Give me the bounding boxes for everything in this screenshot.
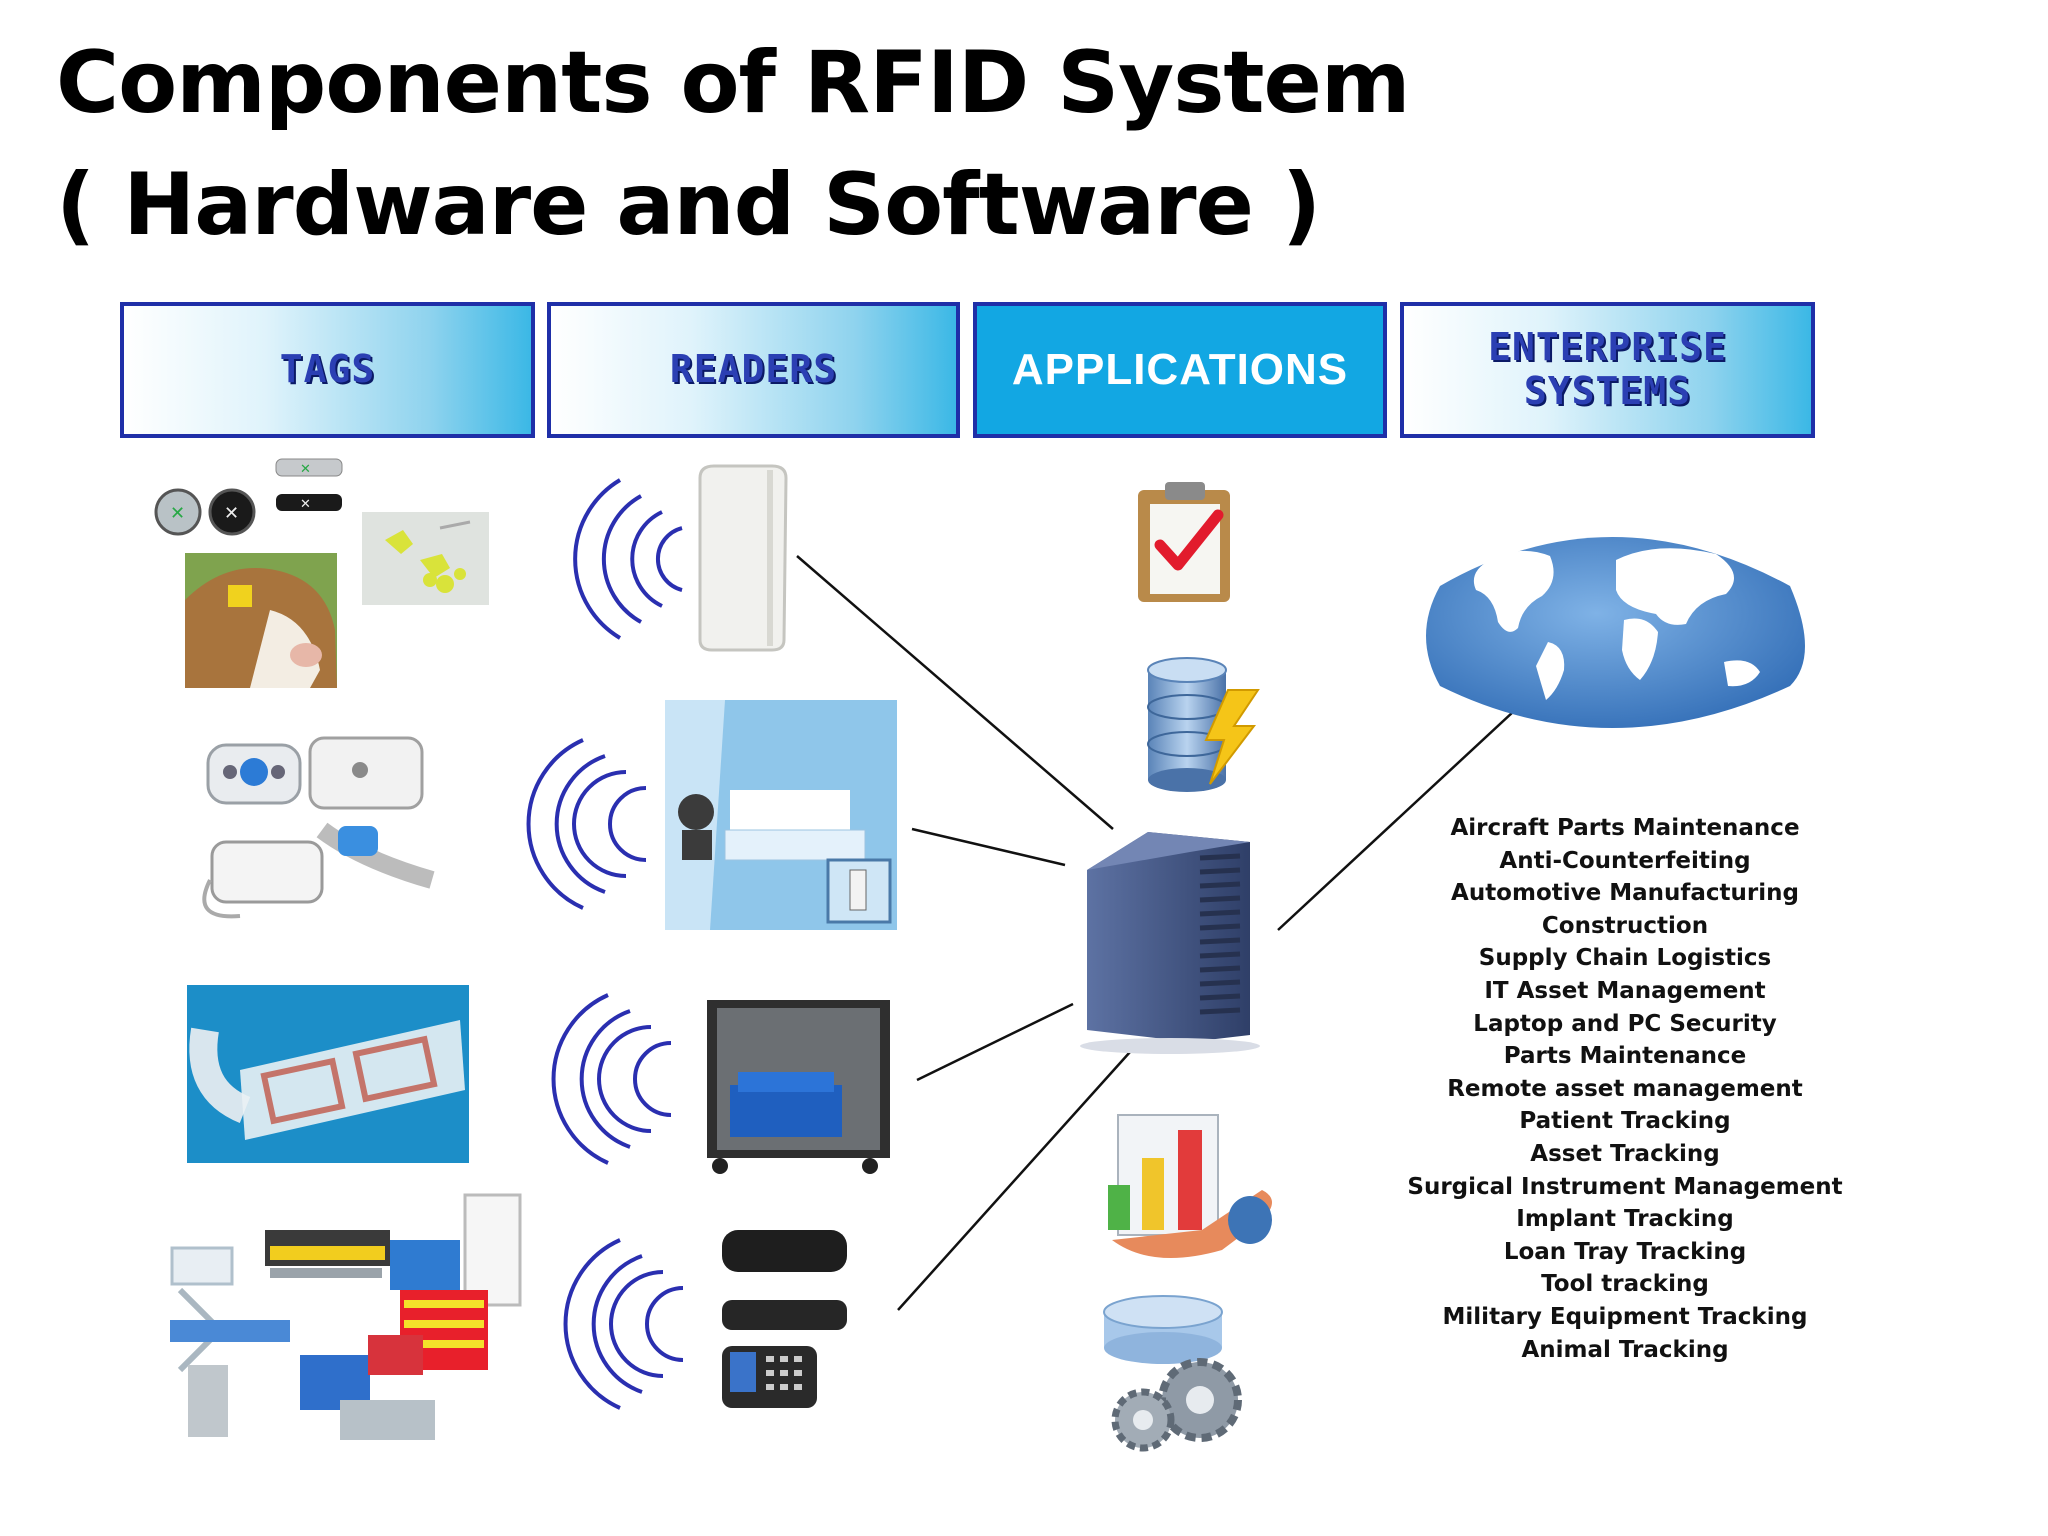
cow-ear-tag-photo	[185, 553, 337, 688]
industry-item: Implant Tracking	[1516, 1206, 1734, 1233]
industry-item: Automotive Manufacturing	[1451, 880, 1799, 907]
header-enterprise-systems-label: ENTERPRISE SYSTEMS	[1488, 325, 1727, 413]
connector-enterprise	[1277, 697, 1529, 931]
industry-item: Remote asset management	[1447, 1075, 1803, 1102]
database-lightning-icon	[1147, 657, 1260, 792]
header-readers: READERS	[547, 302, 960, 438]
header-readers-label: READERS	[669, 347, 838, 392]
industry-item: Patient Tracking	[1519, 1108, 1731, 1135]
industry-list: Aircraft Parts Maintenance Anti-Counterf…	[1400, 812, 1850, 1366]
chart-in-hand-icon	[1108, 1114, 1272, 1258]
server-tower-icon	[1080, 832, 1260, 1054]
clipboard-check-icon	[1138, 482, 1230, 602]
cabinet-reader-icon	[707, 1000, 890, 1174]
connection-lines	[796, 555, 1529, 1311]
header-enterprise-systems: ENTERPRISE SYSTEMS	[1400, 302, 1815, 438]
handheld-readers-icon	[722, 1230, 847, 1408]
industry-item: Military Equipment Tracking	[1442, 1303, 1808, 1330]
industry-item: Anti-Counterfeiting	[1499, 847, 1751, 874]
industry-item: Surgical Instrument Management	[1407, 1173, 1843, 1200]
rfid-label-roll-photo	[187, 985, 469, 1163]
industry-item: Tool tracking	[1541, 1271, 1709, 1298]
header-tags-label: TAGS	[279, 347, 376, 392]
svg-text:✕: ✕	[300, 497, 311, 512]
signal-waves-4	[563, 1238, 684, 1410]
connector-reader-1	[796, 555, 1114, 830]
connector-reader-4	[897, 1051, 1131, 1311]
signal-waves-2	[526, 738, 647, 910]
panel-antenna-reader-icon	[698, 464, 788, 652]
header-tags: TAGS	[120, 302, 535, 438]
svg-text:✕: ✕	[224, 503, 239, 524]
industry-item: Construction	[1541, 912, 1709, 939]
industry-item: IT Asset Management	[1484, 977, 1766, 1004]
connector-reader-3	[916, 1002, 1074, 1082]
signal-waves-1	[573, 478, 683, 640]
connector-reader-2	[911, 827, 1066, 867]
industry-item: Parts Maintenance	[1503, 1043, 1747, 1070]
room-reader-photo	[665, 700, 897, 930]
industry-item: Animal Tracking	[1521, 1336, 1729, 1363]
yellow-ear-tags-icon	[362, 512, 489, 605]
industry-item: Laptop and PC Security	[1473, 1010, 1777, 1037]
industry-item: Aircraft Parts Maintenance	[1450, 815, 1800, 841]
rfid-key-fob-tags-icon: ✕ ✕ ✕ ✕	[154, 458, 343, 536]
header-applications-label: APPLICATIONS	[1011, 344, 1349, 394]
world-map-icon	[1426, 537, 1805, 728]
industry-item: Supply Chain Logistics	[1478, 945, 1772, 972]
header-applications: APPLICATIONS	[973, 302, 1387, 438]
warehouse-equipment-photo	[170, 1193, 522, 1440]
wearable-rfid-tags-icon	[202, 736, 435, 919]
page-title-line-1: Components of RFID System	[56, 33, 1410, 133]
page-title-line-2: ( Hardware and Software )	[56, 155, 1321, 255]
signal-waves-3	[551, 993, 672, 1165]
svg-text:✕: ✕	[300, 462, 311, 477]
industry-item: Asset Tracking	[1530, 1140, 1720, 1167]
industry-item: Loan Tray Tracking	[1503, 1238, 1747, 1265]
database-gears-icon	[1103, 1295, 1242, 1452]
svg-text:✕: ✕	[170, 503, 185, 524]
